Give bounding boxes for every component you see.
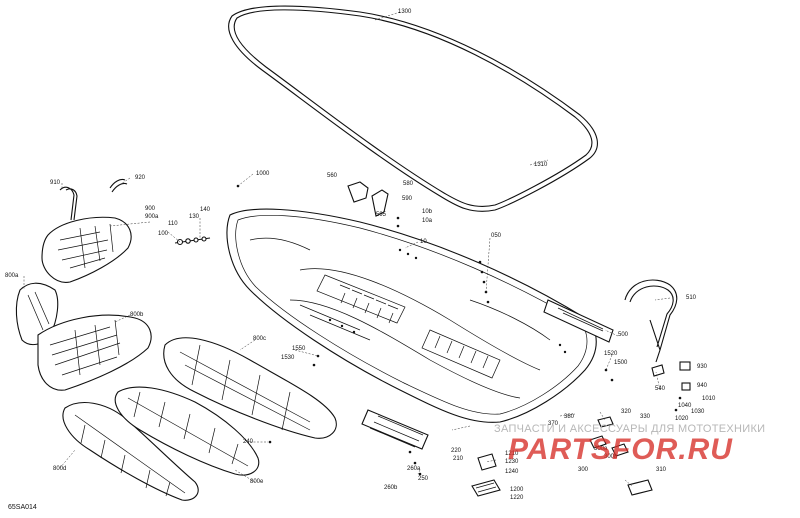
callout-310: 310	[656, 467, 667, 473]
callout-320: 320	[621, 409, 632, 415]
callout-940: 940	[697, 383, 708, 389]
fitting-930	[679, 361, 691, 371]
callout-1300: 1300	[398, 9, 412, 15]
callout-300b: 300b	[604, 454, 618, 460]
callout-800b: 800b	[130, 312, 144, 318]
callout-900: 900	[145, 206, 156, 212]
callout-1030: 1030	[691, 409, 705, 415]
bracket-560	[347, 181, 389, 217]
callout-1550: 1550	[292, 346, 306, 352]
callout-1220: 1220	[510, 495, 524, 501]
leader-lines	[23, 11, 691, 487]
callout-260a: 260a	[407, 466, 421, 472]
callout-130: 130	[189, 214, 200, 220]
callout-10b: 10b	[422, 209, 433, 215]
callout-560: 560	[327, 173, 338, 179]
bolt-set-100	[174, 236, 211, 246]
clip-540	[651, 364, 665, 377]
intake-grate-220	[361, 409, 429, 450]
watermark-logo-main: PARTSFOR	[508, 433, 679, 466]
hull	[226, 208, 597, 423]
callout-240: 240	[243, 439, 254, 445]
callout-110: 110	[168, 221, 178, 227]
foam-800b	[37, 314, 152, 391]
callout-800c: 800c	[253, 336, 267, 342]
callout-380: 380	[564, 414, 575, 420]
callout-1500: 1500	[614, 360, 628, 366]
callout-1200: 1200	[510, 487, 524, 493]
callout-140: 140	[200, 207, 211, 213]
callout-540: 540	[655, 386, 666, 392]
rub-strip-500	[543, 299, 614, 343]
callout-930: 930	[697, 364, 708, 370]
callout-300: 300	[578, 467, 589, 473]
callout-260b: 260b	[384, 485, 398, 491]
callout-500: 500	[618, 332, 629, 338]
callout-10: 10	[420, 239, 427, 245]
callout-1210: 1210	[505, 451, 519, 457]
figure-code: 65SA014	[8, 504, 37, 511]
callout-330: 330	[640, 414, 651, 420]
foam-800e	[114, 386, 260, 476]
callout-300a: 300a	[594, 446, 608, 452]
pad-1200	[471, 479, 501, 497]
pad-1240	[477, 453, 497, 471]
callout-1520: 1520	[604, 351, 618, 357]
callout-510: 510	[686, 295, 697, 301]
deck-seal-gasket	[228, 5, 598, 212]
callout-250: 250	[418, 476, 429, 482]
callout-800d: 800d	[53, 466, 67, 472]
callout-370: 370	[548, 421, 559, 427]
callout-1240: 1240	[505, 469, 519, 475]
callout-590: 590	[402, 196, 413, 202]
foam-800c	[163, 337, 337, 439]
callout-800a: 800a	[5, 273, 19, 279]
watermark-text: ЗАПЧАСТИ И АКСЕССУАРЫ ДЛЯ МОТОТЕХНИКИ	[494, 423, 766, 435]
callout-800e: 800e	[250, 479, 264, 485]
callout-1310: 1310	[534, 162, 548, 168]
fitting-940	[681, 382, 691, 391]
callout-1230: 1230	[505, 459, 519, 465]
storage-tray-900	[41, 216, 132, 283]
callout-050: 050	[491, 233, 502, 239]
callout-580: 580	[403, 181, 414, 187]
bracket-910	[59, 186, 78, 221]
watermark-logo: PARTSFOR.RU	[508, 433, 733, 467]
callout-10a: 10a	[422, 218, 433, 224]
callout-100: 100	[158, 231, 169, 237]
callout-1010: 1010	[702, 396, 716, 402]
callout-1040: 1040	[678, 403, 692, 409]
callout-210: 210	[453, 456, 464, 462]
watermark-logo-tail: .RU	[678, 433, 733, 466]
callout-1020: 1020	[675, 416, 689, 422]
callout-595: 595	[376, 212, 387, 218]
callout-1000: 1000	[256, 171, 270, 177]
callout-900a: 900a	[145, 214, 159, 220]
grab-handle-510	[624, 279, 678, 363]
fitting-320	[597, 416, 614, 428]
foam-800d	[62, 402, 199, 501]
callout-220: 220	[451, 448, 462, 454]
callout-910: 910	[50, 180, 61, 186]
bracket-920	[109, 178, 128, 193]
drain-plug-310	[627, 479, 653, 496]
fitting-300	[589, 435, 629, 457]
callout-920: 920	[135, 175, 146, 181]
callout-1530: 1530	[281, 355, 295, 361]
